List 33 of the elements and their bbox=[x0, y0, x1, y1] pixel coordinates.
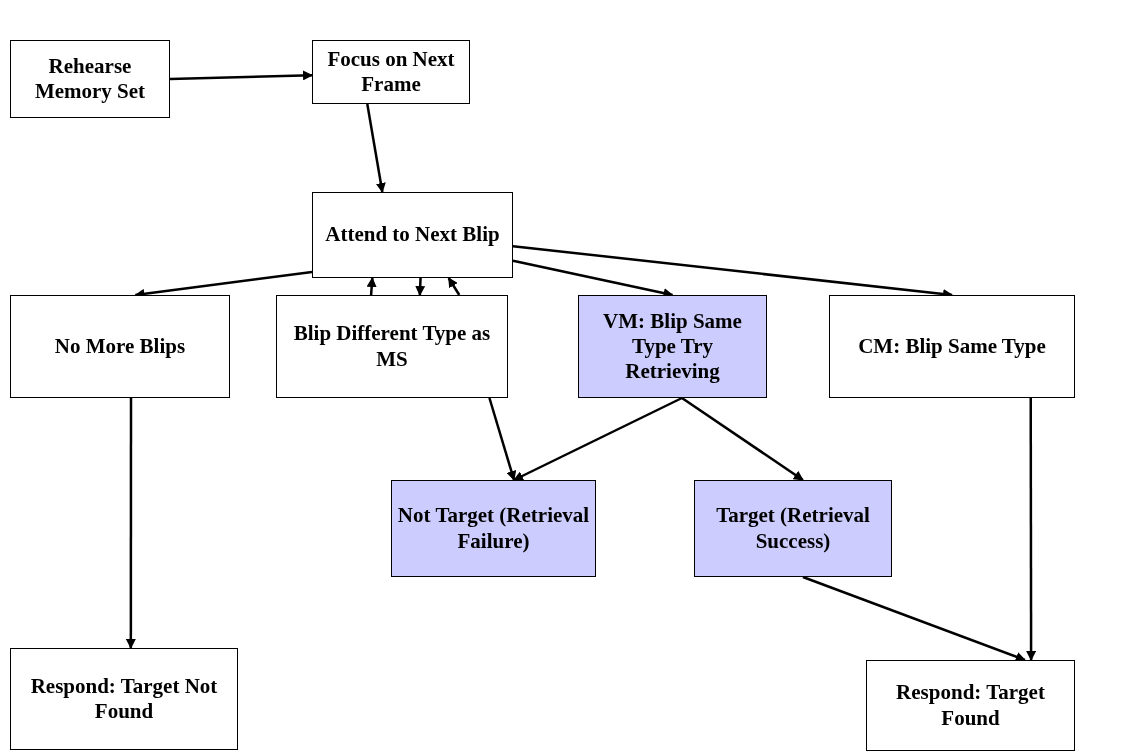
arrow bbox=[513, 396, 683, 482]
arrow bbox=[169, 70, 313, 81]
box-label: VM: Blip Same Type Try Retrieving bbox=[602, 308, 743, 385]
box-label: Respond: Target Found bbox=[895, 680, 1046, 731]
box-label: Blip Different Type as MS bbox=[292, 321, 492, 372]
process-box bbox=[578, 295, 767, 398]
process-box bbox=[312, 192, 513, 278]
arrow bbox=[415, 277, 426, 296]
box-label: Focus on Next Frame bbox=[326, 46, 456, 98]
box-label: CM: Blip Same Type bbox=[858, 333, 1046, 360]
arrow bbox=[802, 575, 1026, 662]
box-label: Not Target (Retrieval Failure) bbox=[396, 503, 591, 554]
arrow bbox=[447, 277, 461, 296]
process-box bbox=[10, 648, 238, 750]
process-box bbox=[694, 480, 892, 577]
process-box bbox=[276, 295, 508, 398]
process-box bbox=[10, 40, 170, 118]
arrow bbox=[1026, 398, 1037, 661]
process-box bbox=[10, 295, 230, 398]
arrow bbox=[681, 396, 804, 482]
process-box bbox=[391, 480, 596, 577]
box-label: Attend to Next Blip bbox=[325, 222, 500, 248]
process-box bbox=[829, 295, 1075, 398]
arrow bbox=[125, 398, 136, 649]
process-box bbox=[866, 660, 1075, 751]
arrow bbox=[366, 103, 386, 193]
box-label: Rehearse Memory Set bbox=[33, 53, 147, 105]
arrow bbox=[366, 277, 377, 296]
process-box bbox=[312, 40, 470, 104]
arrow bbox=[488, 397, 517, 481]
box-label: Target (Retrieval Success) bbox=[715, 503, 871, 554]
box-label: No More Blips bbox=[54, 333, 186, 360]
box-label: Respond: Target Not Found bbox=[29, 673, 219, 725]
